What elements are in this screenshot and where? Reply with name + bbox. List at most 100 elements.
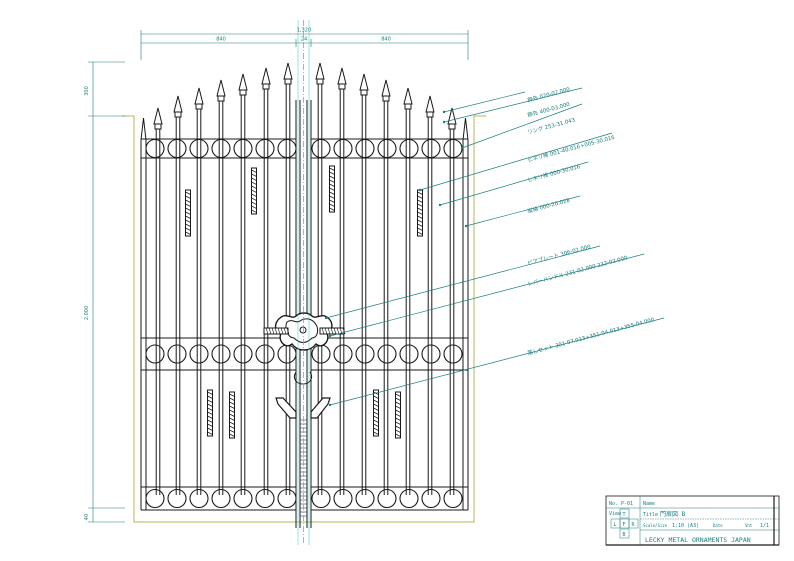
twist-hatch xyxy=(417,211,423,215)
ring xyxy=(333,138,353,159)
leader-line xyxy=(461,103,583,149)
twist-hatch xyxy=(185,227,191,231)
ring xyxy=(277,138,297,159)
ring xyxy=(355,138,375,159)
twist-hatch xyxy=(417,223,423,227)
twist-hatch xyxy=(373,403,379,407)
tb-view-mark-l: L xyxy=(614,522,617,528)
leader-line xyxy=(329,317,665,406)
lever-hatch xyxy=(283,327,287,335)
twist-hatch xyxy=(417,215,423,219)
twist-hatch xyxy=(329,199,335,203)
twist-hatch xyxy=(329,195,335,199)
twist-hatch xyxy=(417,191,423,195)
twist-hatch xyxy=(229,417,235,421)
twist-hatch xyxy=(185,215,191,219)
ring xyxy=(421,138,441,159)
ring xyxy=(167,344,187,364)
ring xyxy=(377,344,397,364)
twist-hatch xyxy=(185,231,191,235)
lever-hatch xyxy=(268,327,272,335)
leader-line xyxy=(443,91,526,113)
ring xyxy=(145,344,165,364)
tb-sheet-label: Sht xyxy=(745,523,753,528)
twist-hatch xyxy=(185,211,191,215)
twist-hatch xyxy=(229,393,235,397)
finial xyxy=(359,73,369,91)
twist-hatch xyxy=(229,409,235,413)
twist-bar xyxy=(373,389,379,437)
twist-hatch xyxy=(395,397,401,401)
lock-plate-inner xyxy=(285,318,319,343)
twist-hatch xyxy=(229,405,235,409)
tb-scale-label: Scale/Size xyxy=(643,523,668,528)
ring xyxy=(333,488,353,509)
finial-collar xyxy=(316,78,324,85)
tb-view-mark-t: T xyxy=(623,512,626,518)
twist-hatch xyxy=(417,195,423,199)
leader-line xyxy=(329,253,645,337)
twist-bar xyxy=(185,189,191,237)
twist-hatch xyxy=(417,203,423,207)
twist-hatch xyxy=(373,427,379,431)
wall-line xyxy=(122,115,486,523)
tb-name-label: Name xyxy=(643,501,655,507)
leader-dot xyxy=(442,110,446,114)
twist-hatch xyxy=(207,419,213,423)
twist-hatch xyxy=(229,429,235,433)
twist-hatch xyxy=(229,425,235,429)
frame-tip xyxy=(140,117,147,141)
twist-hatch xyxy=(185,191,191,195)
twist-hatch xyxy=(329,171,335,175)
lever-hatch xyxy=(324,327,328,335)
leader-dot xyxy=(328,334,332,338)
twist-hatch xyxy=(185,203,191,207)
twist-hatch xyxy=(207,399,213,403)
ring xyxy=(399,488,419,509)
twist-hatch xyxy=(207,395,213,399)
dim-gate-height: 2,000 xyxy=(84,306,90,320)
ring xyxy=(211,138,231,159)
callout-vertical-bar: 縦格 000-20.028 xyxy=(526,196,571,215)
callout-twist-bar-b: ヒネリ棒 000-30.016 xyxy=(526,162,581,184)
ring xyxy=(355,344,375,364)
twist-hatch xyxy=(395,429,401,433)
finial-collar xyxy=(154,123,162,130)
twist-hatch xyxy=(417,231,423,235)
twist-hatch xyxy=(417,199,423,203)
twist-hatch xyxy=(329,179,335,183)
tb-view-mark-f: F xyxy=(623,522,626,528)
frame-tip xyxy=(462,117,469,141)
twist-hatch xyxy=(251,181,257,185)
tb-title: 門扉図 B xyxy=(660,510,686,518)
ring xyxy=(255,138,275,159)
callout-twist-bar-a: ヒネリ棒 001-40.016+005-30.016 xyxy=(526,133,616,164)
ring xyxy=(167,138,187,159)
twist-hatch xyxy=(251,169,257,173)
dim-center-gap: 24 xyxy=(301,37,307,43)
finial xyxy=(261,67,271,85)
ring xyxy=(311,344,331,364)
twist-hatch xyxy=(207,403,213,407)
leader-dot xyxy=(438,203,442,207)
ring xyxy=(443,344,463,364)
ring xyxy=(311,138,331,159)
callout-drop-bolt-set: 落しセット 301-07.013+351-04.013+355-04.000 xyxy=(526,315,655,357)
lever-hatch xyxy=(327,327,331,335)
finial-collar xyxy=(382,95,390,102)
twist-hatch xyxy=(251,201,257,205)
twist-hatch xyxy=(329,191,335,195)
twist-hatch xyxy=(395,421,401,425)
twist-hatch xyxy=(229,401,235,405)
finial-collar xyxy=(338,83,346,90)
twist-hatch xyxy=(395,393,401,397)
dim-left-leaf: 840 xyxy=(216,37,226,43)
lever-hatch xyxy=(330,327,334,335)
leader-line xyxy=(443,87,583,123)
leader-line xyxy=(465,195,581,227)
twist-hatch xyxy=(229,433,235,437)
ring xyxy=(443,488,463,509)
twist-hatch xyxy=(395,425,401,429)
ring xyxy=(421,344,441,364)
